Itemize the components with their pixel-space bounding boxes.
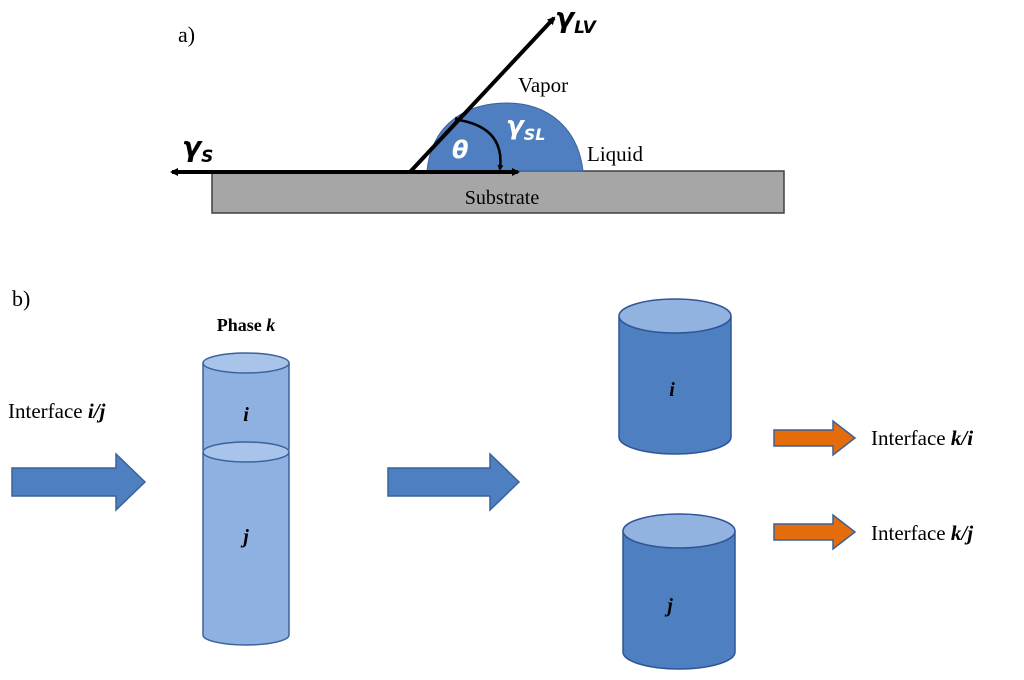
orange-arrow-kj bbox=[773, 513, 857, 551]
cylinder-i-body bbox=[618, 316, 732, 455]
orange-arrow-ki bbox=[773, 419, 857, 457]
liquid-drop bbox=[426, 102, 584, 172]
theta-label: θ bbox=[452, 136, 469, 164]
substrate-label: Substrate bbox=[465, 187, 540, 209]
middle-arrow bbox=[387, 452, 521, 512]
gamma-lv-vector bbox=[408, 16, 556, 174]
input-arrow bbox=[11, 452, 147, 512]
vapor-label: Vapor bbox=[518, 73, 568, 97]
column-j-label: j bbox=[240, 526, 249, 548]
gamma-s-label: γS bbox=[182, 130, 213, 167]
cylinder-j-top bbox=[622, 513, 736, 549]
cylinder-i: i bbox=[618, 298, 732, 455]
panel-b: b) Phase k Interface i/j i j i bbox=[8, 286, 973, 670]
cylinder-j-label: j bbox=[664, 595, 673, 617]
column-j-body bbox=[202, 452, 290, 646]
interface-ki-label: Interface k/i bbox=[871, 426, 973, 450]
stacked-column: i j bbox=[202, 352, 290, 646]
column-i-top bbox=[202, 352, 290, 374]
panel-a-label: a) bbox=[178, 22, 195, 47]
panel-b-label: b) bbox=[12, 286, 30, 311]
liquid-label: Liquid bbox=[587, 142, 643, 166]
cylinder-j: j bbox=[622, 513, 736, 670]
column-j-top bbox=[202, 441, 290, 463]
cylinder-i-label: i bbox=[669, 379, 675, 401]
interface-kj-label: Interface k/j bbox=[871, 521, 973, 545]
gamma-lv-label: γLV bbox=[555, 1, 598, 38]
interface-ij-label: Interface i/j bbox=[8, 399, 106, 423]
cylinder-i-top bbox=[618, 298, 732, 334]
theta-arc bbox=[454, 116, 504, 171]
phase-k-label: Phase k bbox=[217, 315, 276, 335]
gamma-sl-label: γSL bbox=[506, 111, 545, 144]
panel-a: a) Substrate γLV Vapor γSL θ Liquid γS bbox=[170, 1, 785, 214]
column-i-label: i bbox=[243, 404, 249, 426]
cylinder-j-body bbox=[622, 531, 736, 670]
substrate bbox=[211, 170, 785, 214]
